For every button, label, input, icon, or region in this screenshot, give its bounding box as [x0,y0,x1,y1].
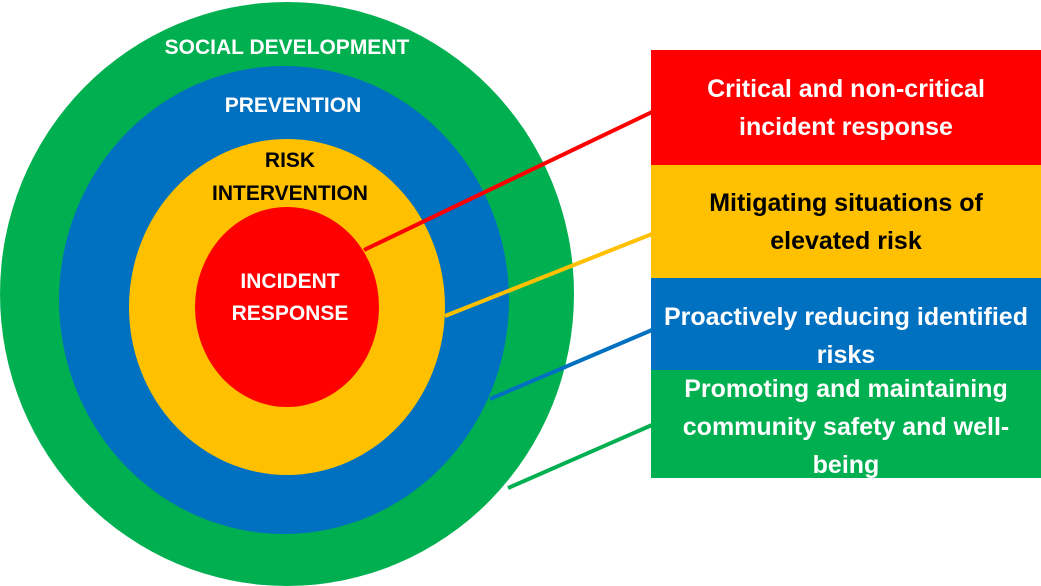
label-prevention: PREVENTION [225,94,362,117]
label-social-development: SOCIAL DEVELOPMENT [165,36,410,59]
box-prevention-text: Proactively reducing identified risks [664,302,1028,369]
box-incident-response: Critical and non-critical incident respo… [651,50,1041,165]
box-social-text: Promoting and maintaining community safe… [682,375,1010,478]
label-incident-line1: INCIDENT [240,270,339,293]
box-social-development: Promoting and maintaining community safe… [651,370,1041,478]
label-incident-line2: RESPONSE [232,302,349,325]
box-risk-text: Mitigating situations of elevated risk [709,188,983,255]
ring-incident-response [195,207,379,407]
box-incident-text: Critical and non-critical incident respo… [707,74,985,141]
label-risk-line2: INTERVENTION [212,182,368,205]
connector-green [507,423,653,490]
connector-blue [489,328,653,401]
connector-yellow [444,232,653,318]
connector-red [363,110,653,252]
label-risk-line1: RISK [265,149,315,172]
box-risk-intervention: Mitigating situations of elevated risk [651,165,1041,278]
